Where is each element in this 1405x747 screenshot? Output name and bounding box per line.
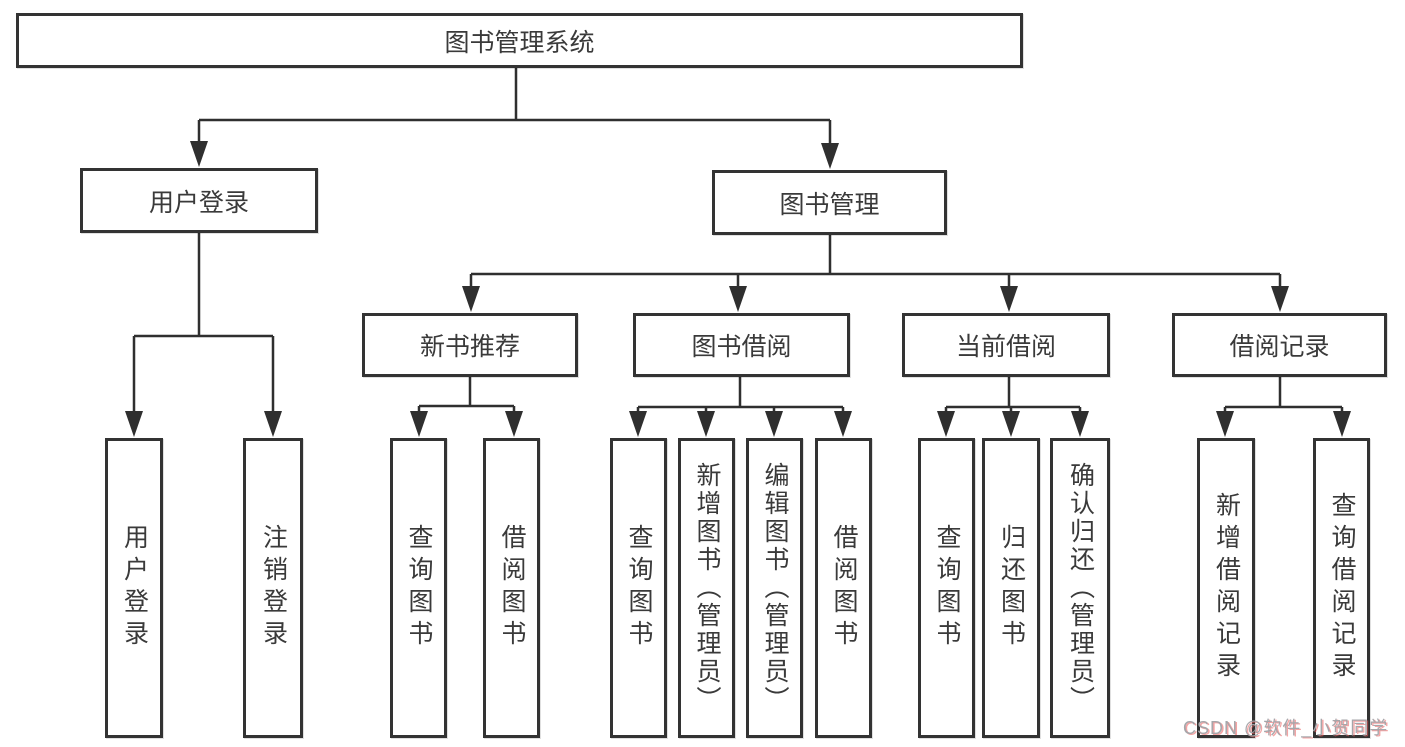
connector-book-management <box>469 235 1282 290</box>
node-leaf-logout: 注销登录 <box>243 438 303 738</box>
node-borrow-record: 借阅记录 <box>1172 313 1387 377</box>
node-leaf-confirm-return-admin: 确认归还（管理员） <box>1050 438 1110 738</box>
node-book-management: 图书管理 <box>712 170 947 235</box>
connector-current-borrow <box>944 377 1082 415</box>
node-leaf-add-borrow-record: 新增借阅记录 <box>1197 438 1255 738</box>
node-leaf-add-book-admin: 新增图书（管理员） <box>678 438 735 738</box>
connector-root <box>197 68 832 147</box>
node-library-management-system: 图书管理系统 <box>16 13 1023 68</box>
connector-user-login <box>132 233 275 415</box>
node-leaf-user-login: 用户登录 <box>105 438 163 738</box>
node-leaf-borrow-book-2: 借阅图书 <box>815 438 872 738</box>
csdn-watermark: CSDN @软件_小贺同学 <box>1183 718 1389 738</box>
node-leaf-query-book-1: 查询图书 <box>390 438 447 738</box>
node-new-book-recommend: 新书推荐 <box>362 313 578 377</box>
node-leaf-query-borrow-record: 查询借阅记录 <box>1313 438 1370 738</box>
node-leaf-return-book: 归还图书 <box>982 438 1040 738</box>
node-leaf-borrow-book-1: 借阅图书 <box>483 438 540 738</box>
node-leaf-query-book-3: 查询图书 <box>918 438 975 738</box>
node-leaf-query-book-2: 查询图书 <box>610 438 667 738</box>
node-user-login: 用户登录 <box>80 168 318 233</box>
connector-new-book <box>417 377 516 415</box>
connector-borrow-record <box>1223 377 1344 415</box>
node-current-borrow: 当前借阅 <box>902 313 1110 377</box>
node-book-borrow: 图书借阅 <box>633 313 850 377</box>
node-leaf-edit-book-admin: 编辑图书（管理员） <box>746 438 803 738</box>
connector-book-borrow <box>636 377 845 415</box>
